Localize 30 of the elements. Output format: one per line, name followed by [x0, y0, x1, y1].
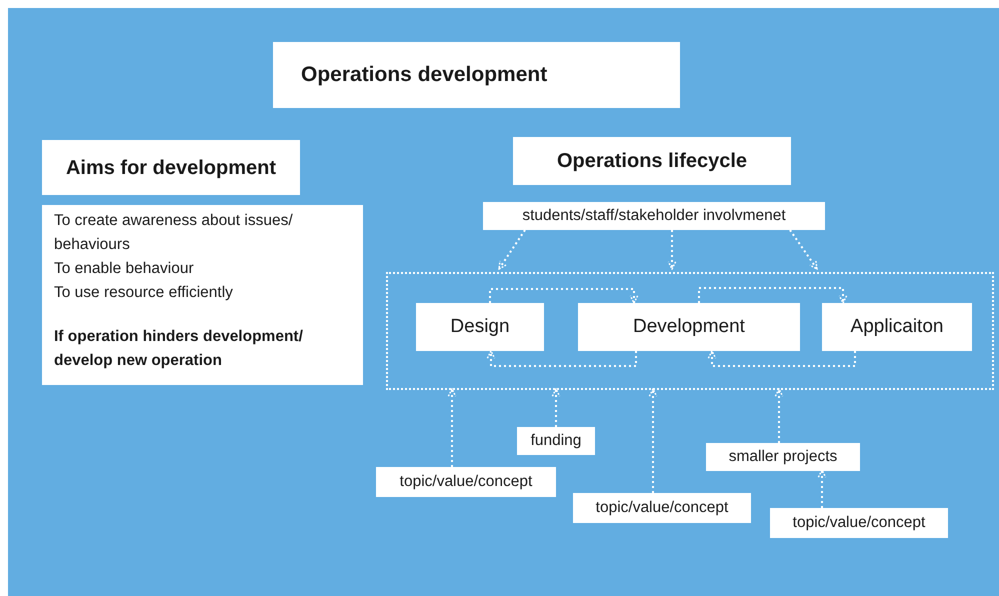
- arrow: [668, 230, 676, 270]
- process-box: Development: [578, 303, 800, 351]
- arrow: [708, 350, 856, 367]
- arrow: [498, 229, 526, 270]
- heading-box: Aims for development: [42, 140, 300, 195]
- label-box: smaller projects: [706, 443, 860, 471]
- process-box: Applicaiton: [822, 303, 972, 351]
- arrow: [818, 469, 826, 508]
- text-box: [42, 205, 363, 385]
- arrow: [448, 388, 456, 467]
- title-box: Operations development: [273, 42, 680, 108]
- label-box: topic/value/concept: [376, 467, 556, 497]
- label-box: topic/value/concept: [770, 508, 948, 538]
- text-line: To create awareness about issues/ behaviours: [54, 211, 294, 255]
- frame-box: [386, 272, 994, 390]
- arrow: [552, 388, 560, 427]
- label-box: students/staff/stakeholder involvmenet: [483, 202, 825, 230]
- process-box: Design: [416, 303, 544, 351]
- text-line: To use resource efficiently: [54, 283, 234, 303]
- arrow: [774, 388, 784, 443]
- arrow: [489, 288, 638, 304]
- arrow: [789, 229, 818, 270]
- text-line: If operation hinders development/ develop new operation: [54, 327, 304, 371]
- arrow: [648, 388, 658, 493]
- arrow: [486, 350, 637, 367]
- label-box: topic/value/concept: [573, 493, 751, 523]
- text-line: To enable behaviour: [54, 259, 195, 279]
- label-box: funding: [517, 427, 595, 455]
- heading-box: Operations lifecycle: [513, 137, 791, 185]
- arrow: [698, 287, 848, 304]
